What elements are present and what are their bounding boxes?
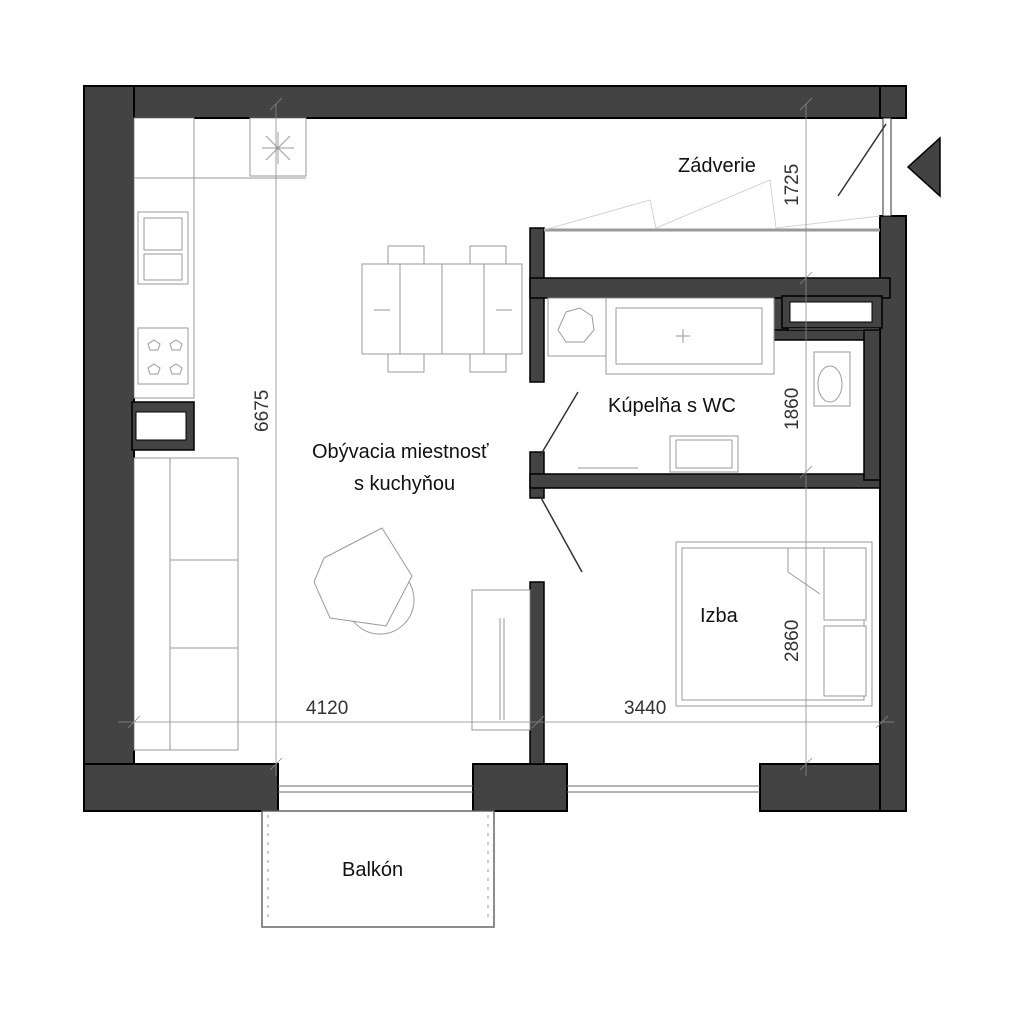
- dim-living-height: 6675: [252, 390, 273, 432]
- extractor-icon: [262, 132, 294, 164]
- dim-bedroom-height: 2860: [782, 620, 803, 662]
- dimension-lines: [118, 97, 894, 776]
- exterior-walls: [83, 85, 907, 812]
- label-living-line2: s kuchyňou: [354, 473, 455, 495]
- wardrobe-icon: [471, 589, 531, 731]
- room-labels: Zádverie Obývacia miestnosť s kuchyňou K…: [312, 155, 756, 881]
- dim-bathroom-height: 1860: [782, 388, 803, 430]
- bathroom-fixtures: [547, 297, 851, 473]
- windows: [278, 785, 760, 793]
- dining-table-icon: [361, 245, 523, 373]
- label-bedroom: Izba: [700, 605, 739, 627]
- coffee-table-icon: [313, 527, 415, 635]
- sofa-icon: [133, 457, 239, 751]
- kitchen-unit: [133, 117, 307, 399]
- entrance-arrow-icon: [906, 136, 941, 198]
- washing-machine-icon: [557, 307, 595, 343]
- doors: [539, 117, 892, 573]
- kitchen-sink-icon: [137, 211, 189, 285]
- label-bathroom: Kúpelňa s WC: [608, 395, 736, 417]
- label-balcony: Balkón: [342, 859, 403, 881]
- balcony: [261, 810, 495, 928]
- washbasin-icon: [669, 435, 739, 473]
- cooktop-icon: [137, 327, 189, 385]
- label-living-line1: Obývacia miestnosť: [312, 441, 489, 463]
- dim-living-width: 4120: [306, 698, 348, 719]
- bathtub-icon: [605, 297, 775, 375]
- dim-bedroom-width: 3440: [624, 698, 666, 719]
- dimension-labels: 6675 1725 1860 2860 4120 3440: [252, 164, 803, 719]
- label-vestibule: Zádverie: [678, 155, 756, 177]
- dim-vestibule-height: 1725: [782, 164, 803, 206]
- bed-icon: [675, 541, 873, 707]
- toilet-icon: [813, 351, 851, 407]
